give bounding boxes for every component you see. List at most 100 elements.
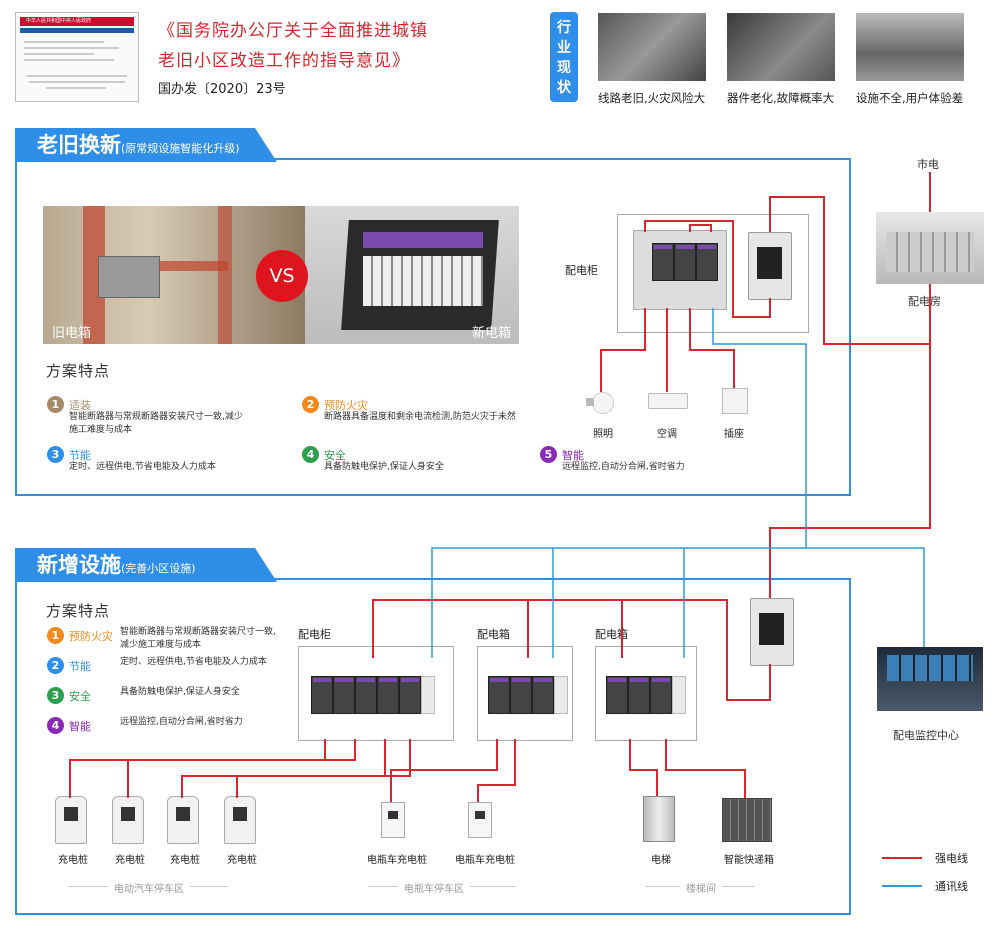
load-label-socket: 插座 bbox=[724, 429, 744, 440]
section1-master-breaker bbox=[748, 232, 792, 300]
wire-s2-eb1 bbox=[390, 739, 498, 802]
feature-description: 具备防触电保护,保证人身安全 bbox=[120, 687, 240, 697]
feature-description: 定时、远程供电,节省电能及人力成本 bbox=[69, 462, 216, 472]
feature-description: 远程监控,自动分合闸,省时省力 bbox=[562, 462, 685, 472]
section1-subtitle: (原常规设施智能化升级) bbox=[121, 142, 240, 155]
feature-description: 断路器具备温度和剩余电流检测,防范火灾于未然 bbox=[324, 412, 516, 422]
breaker-module bbox=[696, 243, 718, 281]
zone-label-ebike: 电瓶车停车区 bbox=[398, 880, 470, 895]
policy-title-line2: 老旧小区改造工作的指导意见》 bbox=[158, 51, 410, 71]
monitor-center-photo bbox=[877, 647, 983, 711]
feature-heading: 智能 bbox=[562, 449, 584, 462]
ebike-charger-icon bbox=[381, 802, 405, 838]
feature-description: 远程监控,自动分合闸,省时省力 bbox=[120, 717, 243, 727]
feature-heading: 预防火灾 bbox=[324, 399, 368, 412]
ebike-label-1: 电瓶车充电桩 bbox=[367, 855, 427, 866]
locker-label: 智能快递箱 bbox=[724, 855, 774, 866]
feature-number-badge: 3 bbox=[47, 446, 64, 463]
wire-s1-bulb bbox=[600, 308, 646, 392]
policy-title-line1: 《国务院办公厅关于全面推进城镇 bbox=[158, 21, 428, 41]
comm-bus bbox=[431, 547, 925, 658]
vs-badge: VS bbox=[256, 250, 308, 302]
breaker-module bbox=[355, 676, 377, 714]
feature-heading: 适装 bbox=[69, 399, 91, 412]
charger-label-1: 充电桩 bbox=[58, 855, 88, 866]
feature-heading: 预防火灾 bbox=[69, 630, 113, 643]
feature-heading: 智能 bbox=[69, 720, 91, 733]
section2-subtitle: (完善小区设施) bbox=[121, 562, 196, 575]
status-caption-1: 线路老旧,火灾风险大 bbox=[598, 91, 706, 105]
charger-label-3: 充电桩 bbox=[170, 855, 200, 866]
wire-s2-locker bbox=[665, 739, 746, 798]
status-caption-3: 设施不全,用户体验差 bbox=[856, 91, 964, 105]
zone-label-stair: 楼梯间 bbox=[680, 880, 722, 895]
section2-title: 新增设施 bbox=[37, 553, 121, 577]
new-box-photo bbox=[305, 206, 519, 344]
feature-heading: 节能 bbox=[69, 449, 91, 462]
feature-heading: 节能 bbox=[69, 660, 91, 673]
poor-facility-photo bbox=[856, 13, 964, 81]
wire-s1-top2 bbox=[689, 224, 712, 232]
section1-cabinet-label: 配电柜 bbox=[565, 264, 598, 277]
feature-number-badge: 4 bbox=[47, 717, 64, 734]
breaker-module bbox=[606, 676, 628, 714]
old-box-label: 旧电箱 bbox=[52, 326, 92, 341]
old-wiring-photo bbox=[598, 13, 706, 81]
load-label-lighting: 照明 bbox=[593, 429, 613, 440]
feature-number-badge: 1 bbox=[47, 396, 64, 413]
section1-features-title: 方案特点 bbox=[46, 362, 111, 380]
doc-thumb-title: 中华人民共和国中央人民政府 bbox=[26, 18, 92, 24]
section-new-facility-tab: 新增设施(完善小区设施) bbox=[15, 548, 277, 582]
feature-description: 智能断路器与常规断路器安装尺寸一致,减少施工难度与成本 bbox=[69, 412, 243, 435]
breaker-module bbox=[488, 676, 510, 714]
legend-strong-line bbox=[882, 857, 922, 859]
charger-label-2: 充电桩 bbox=[115, 855, 145, 866]
section1-title: 老旧换新 bbox=[37, 133, 121, 157]
power-room-label: 配电房 bbox=[908, 295, 941, 308]
feature-heading: 安全 bbox=[324, 449, 346, 462]
section-new-facility-box bbox=[15, 578, 851, 915]
breaker-module-light bbox=[672, 676, 686, 714]
wire-s2-ch2 bbox=[127, 739, 356, 798]
elevator-icon bbox=[643, 796, 675, 842]
wire-s1-socket bbox=[689, 308, 735, 388]
wire-s2-ch4 bbox=[236, 739, 411, 798]
comm-s1 bbox=[712, 308, 807, 548]
ebike-label-2: 电瓶车充电桩 bbox=[455, 855, 515, 866]
breaker-module bbox=[628, 676, 650, 714]
feature-number-badge: 2 bbox=[302, 396, 319, 413]
feature-number-badge: 3 bbox=[47, 687, 64, 704]
feature-description: 智能断路器与常规断路器安装尺寸一致,减少施工难度与成本 bbox=[120, 627, 276, 650]
new-box-label: 新电箱 bbox=[472, 326, 512, 341]
breaker-module bbox=[399, 676, 421, 714]
section-old-renewal-box bbox=[15, 158, 851, 496]
feature-description: 定时、远程供电,节省电能及人力成本 bbox=[120, 657, 267, 667]
legend-comm-label: 通讯线 bbox=[935, 880, 968, 893]
load-label-ac: 空调 bbox=[657, 429, 677, 440]
mains-label: 市电 bbox=[917, 158, 939, 171]
charger-label-4: 充电桩 bbox=[227, 855, 257, 866]
breaker-module bbox=[532, 676, 554, 714]
breaker-module bbox=[650, 676, 672, 714]
ev-charger-icon bbox=[112, 796, 144, 844]
aging-device-photo bbox=[727, 13, 835, 81]
status-caption-2: 器件老化,故障概率大 bbox=[727, 91, 835, 105]
breaker-module bbox=[510, 676, 532, 714]
monitor-center-label: 配电监控中心 bbox=[893, 729, 959, 742]
wire-room-down bbox=[769, 344, 931, 598]
legend-comm-line bbox=[882, 885, 922, 887]
section2-cabinet-label-2: 配电箱 bbox=[477, 628, 510, 641]
feature-description: 具备防触电保护,保证人身安全 bbox=[324, 462, 444, 472]
wire-s2-eb2 bbox=[477, 739, 516, 802]
section2-master-breaker bbox=[750, 598, 794, 666]
wire-s1-top1 bbox=[644, 220, 771, 318]
legend-strong-label: 强电线 bbox=[935, 852, 968, 865]
power-room-photo bbox=[876, 212, 984, 284]
breaker-module bbox=[311, 676, 333, 714]
feature-number-badge: 4 bbox=[302, 446, 319, 463]
elevator-label: 电梯 bbox=[651, 855, 671, 866]
section2-cabinet-label-1: 配电柜 bbox=[298, 628, 331, 641]
industry-status-tag: 行业现状 bbox=[550, 12, 578, 102]
bulb-icon bbox=[586, 392, 616, 414]
